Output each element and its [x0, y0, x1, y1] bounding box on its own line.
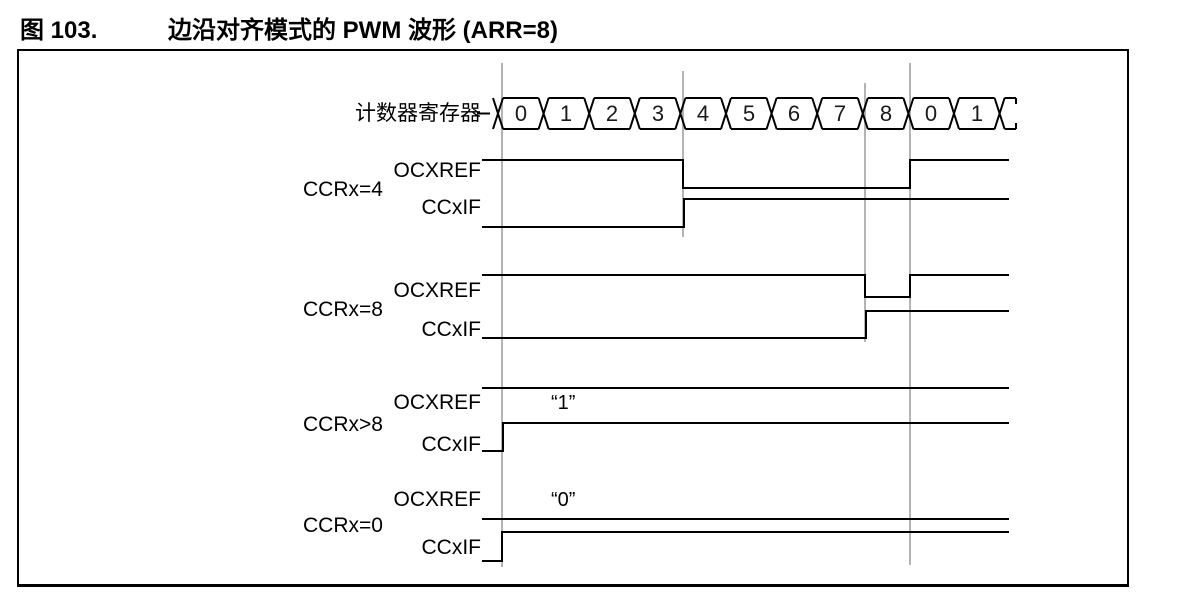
ccrx4-ocxref-label: OCXREF — [393, 159, 481, 182]
counter-value: 7 — [833, 101, 847, 126]
counter-register-label: 计数器寄存器 — [355, 102, 481, 125]
ccrx0-ocxref-level-annotation: “0” — [551, 489, 576, 511]
figure-title: 边沿对齐模式的 PWM 波形 (ARR=8) — [168, 17, 558, 44]
ccrx4-group-label: CCRx=4 — [303, 178, 383, 201]
counter-value: 5 — [742, 101, 756, 126]
ccrx8-ocxref-wave — [482, 274, 1009, 298]
ccrxgt8-ocxref-level-annotation: “1” — [551, 392, 576, 414]
counter-value: 4 — [696, 101, 710, 126]
ccrxgt8-ccxif-label: CCxIF — [421, 433, 482, 456]
ccrxgt8-ccxif-wave — [482, 422, 1009, 452]
figure-caption: 图 103. 边沿对齐模式的 PWM 波形 (ARR=8) — [0, 10, 1187, 44]
ccrx4-ccxif-label: CCxIF — [421, 196, 482, 219]
counter-value: 0 — [514, 101, 528, 126]
ccrx4-ocxref-wave — [482, 159, 1009, 189]
counter-value: 2 — [605, 101, 619, 126]
ccrx8-ocxref-label: OCXREF — [393, 279, 481, 302]
counter-value: 1 — [559, 101, 573, 126]
ccrxgt8-ocxref-label: OCXREF — [393, 391, 481, 414]
diagram-frame — [17, 49, 1129, 587]
ccrx0-ccxif-label: CCxIF — [421, 536, 482, 559]
ccrx0-ocxref-label: OCXREF — [393, 488, 481, 511]
counter-value: 0 — [924, 101, 938, 126]
ccrx4-ccxif-wave — [482, 198, 1009, 228]
figure-number: 图 103. — [20, 17, 98, 44]
ccrxgt8-group-label: CCRx>8 — [303, 413, 383, 436]
ccrx0-ccxif-wave — [482, 531, 1009, 562]
ccrx8-ccxif-label: CCxIF — [421, 318, 482, 341]
counter-value: 8 — [879, 101, 893, 126]
counter-bus — [477, 97, 1017, 130]
ccrx0-group-label: CCRx=0 — [303, 514, 383, 537]
counter-value: 1 — [970, 101, 984, 126]
ccrx8-group-label: CCRx=8 — [303, 298, 383, 321]
period-marker-lines — [501, 63, 911, 567]
counter-value: 6 — [787, 101, 801, 126]
counter-value: 3 — [651, 101, 665, 126]
ccrx8-ccxif-wave — [482, 310, 1009, 339]
